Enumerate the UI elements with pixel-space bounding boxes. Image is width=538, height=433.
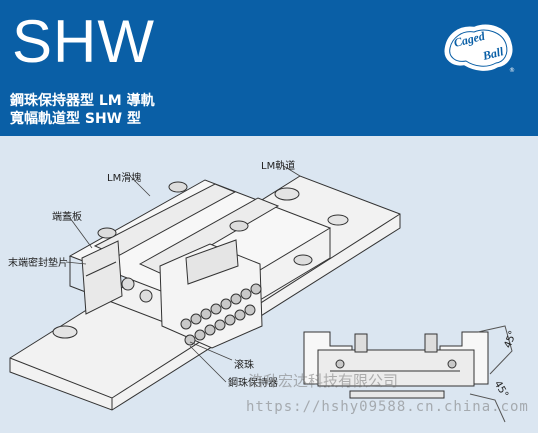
- subtitle-line-1: 鋼珠保持器型 LM 導軌: [10, 93, 155, 109]
- watermark-company: 浩升宏达科技有限公司: [248, 372, 399, 390]
- cross-section-drawing: [303, 325, 513, 423]
- label-lm-rail: LM軌道: [261, 161, 296, 172]
- registered-mark: ®: [509, 67, 515, 74]
- caged-ball-logo: Caged Ball ®: [443, 22, 515, 74]
- label-ball-cage: 鋼珠保持器: [228, 378, 278, 389]
- label-end-plate: 端蓋板: [52, 212, 82, 223]
- ball-rows-drawing: [180, 283, 262, 346]
- end-plate-drawing: [81, 240, 123, 315]
- watermark-url: https://hshy09588.cn.china.com: [246, 399, 529, 415]
- diagram-area: LM軌道 LM滑塊 端蓋板 末端密封墊片 滚珠 鋼珠保持器 45° 45°: [0, 136, 538, 433]
- label-lm-block: LM滑塊: [107, 173, 142, 184]
- header-banner: SHW 鋼珠保持器型 LM 導軌 寬幅軌道型 SHW 型 Caged Ball …: [0, 0, 538, 136]
- label-ball: 滚珠: [234, 360, 254, 371]
- label-end-seal: 末端密封墊片: [8, 258, 68, 269]
- subtitle-line-2: 寬幅軌道型 SHW 型: [10, 111, 141, 127]
- page-title: SHW: [12, 8, 155, 75]
- svg-text:Ball: Ball: [480, 44, 505, 63]
- shw-structure-drawing: [9, 164, 513, 423]
